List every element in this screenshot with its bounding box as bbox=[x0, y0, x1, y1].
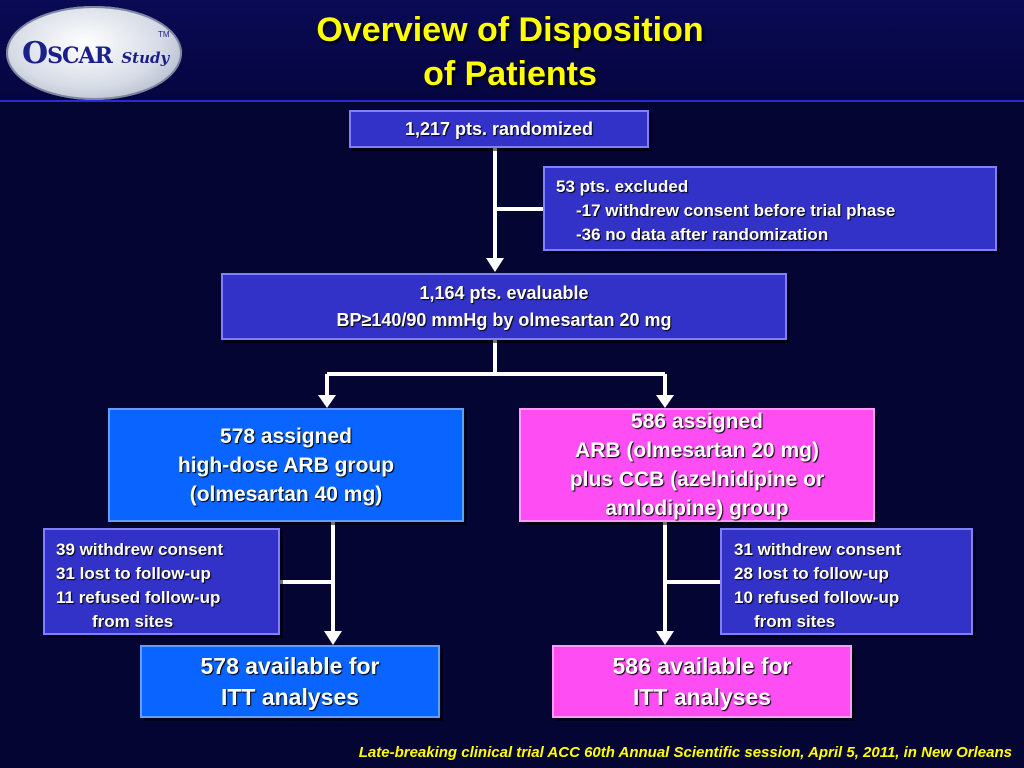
evaluable-box: 1,164 pts. evaluable BP≥140/90 mmHg by o… bbox=[221, 273, 787, 340]
left-lost-follow-up: 31 lost to follow-up bbox=[56, 564, 211, 583]
left-itt-box: 578 available for ITT analyses bbox=[140, 645, 440, 718]
title-line-1: Overview of Disposition bbox=[316, 11, 704, 49]
arrow-to-right-group bbox=[656, 395, 674, 408]
left-group-name: high-dose ARB group bbox=[177, 453, 395, 477]
right-group-ccb-cont: amlodipine) group bbox=[605, 497, 789, 520]
left-withdrawal-box: 39 withdrew consent 31 lost to follow-up… bbox=[43, 528, 280, 635]
right-itt-count: 586 available for bbox=[612, 652, 792, 679]
right-from-sites: from sites bbox=[754, 612, 836, 631]
right-withdrawal-box: 31 withdrew consent 28 lost to follow-up… bbox=[720, 528, 973, 635]
arb-plus-ccb-group-box: 586 assigned ARB (olmesartan 20 mg) plus… bbox=[519, 408, 875, 522]
right-itt-box: 586 available for ITT analyses bbox=[552, 645, 852, 718]
logo-trademark: TM bbox=[158, 30, 170, 39]
left-itt-count: 578 available for bbox=[200, 652, 380, 679]
excluded-box: 53 pts. excluded -17 withdrew consent be… bbox=[543, 166, 997, 251]
left-from-sites: from sites bbox=[92, 612, 174, 631]
left-withdrew-consent: 39 withdrew consent bbox=[56, 540, 224, 559]
arrow-to-evaluable bbox=[486, 258, 504, 272]
excluded-title: 53 pts. excluded bbox=[556, 177, 689, 196]
left-refused-follow-up: 11 refused follow-up bbox=[56, 588, 221, 607]
randomized-text: 1,217 pts. randomized bbox=[404, 118, 594, 139]
logo-wordmark: OSCAR Study bbox=[22, 36, 170, 71]
arrow-to-right-itt bbox=[656, 631, 674, 645]
right-group-count: 586 assigned bbox=[631, 410, 763, 433]
right-group-arb: ARB (olmesartan 20 mg) bbox=[575, 439, 819, 462]
right-itt-label: ITT analyses bbox=[632, 683, 772, 710]
oscar-study-logo: OSCAR Study TM bbox=[6, 6, 182, 100]
right-group-ccb: plus CCB (azelnidipine or bbox=[569, 468, 825, 491]
left-group-dose: (olmesartan 40 mg) bbox=[189, 482, 383, 506]
excluded-withdrew: -17 withdrew consent before trial phase bbox=[576, 201, 896, 220]
right-refused-follow-up: 10 refused follow-up bbox=[734, 588, 900, 607]
right-lost-follow-up: 28 lost to follow-up bbox=[734, 564, 889, 583]
arrow-to-left-group bbox=[318, 395, 336, 408]
evaluable-count: 1,164 pts. evaluable bbox=[419, 282, 589, 303]
high-dose-arb-group-box: 578 assigned high-dose ARB group (olmesa… bbox=[108, 408, 464, 522]
evaluable-criteria: BP≥140/90 mmHg by olmesartan 20 mg bbox=[336, 309, 672, 330]
arrow-to-left-itt bbox=[324, 631, 342, 645]
title-line-2: of Patients bbox=[423, 55, 597, 93]
left-itt-label: ITT analyses bbox=[220, 683, 360, 710]
footer-citation: Late-breaking clinical trial ACC 60th An… bbox=[358, 744, 1012, 761]
randomized-box: 1,217 pts. randomized bbox=[349, 110, 649, 148]
right-withdrew-consent: 31 withdrew consent bbox=[734, 540, 902, 559]
left-group-count: 578 assigned bbox=[220, 424, 352, 448]
excluded-no-data: -36 no data after randomization bbox=[576, 225, 829, 244]
page-title: Overview of Disposition of Patients bbox=[250, 8, 770, 96]
